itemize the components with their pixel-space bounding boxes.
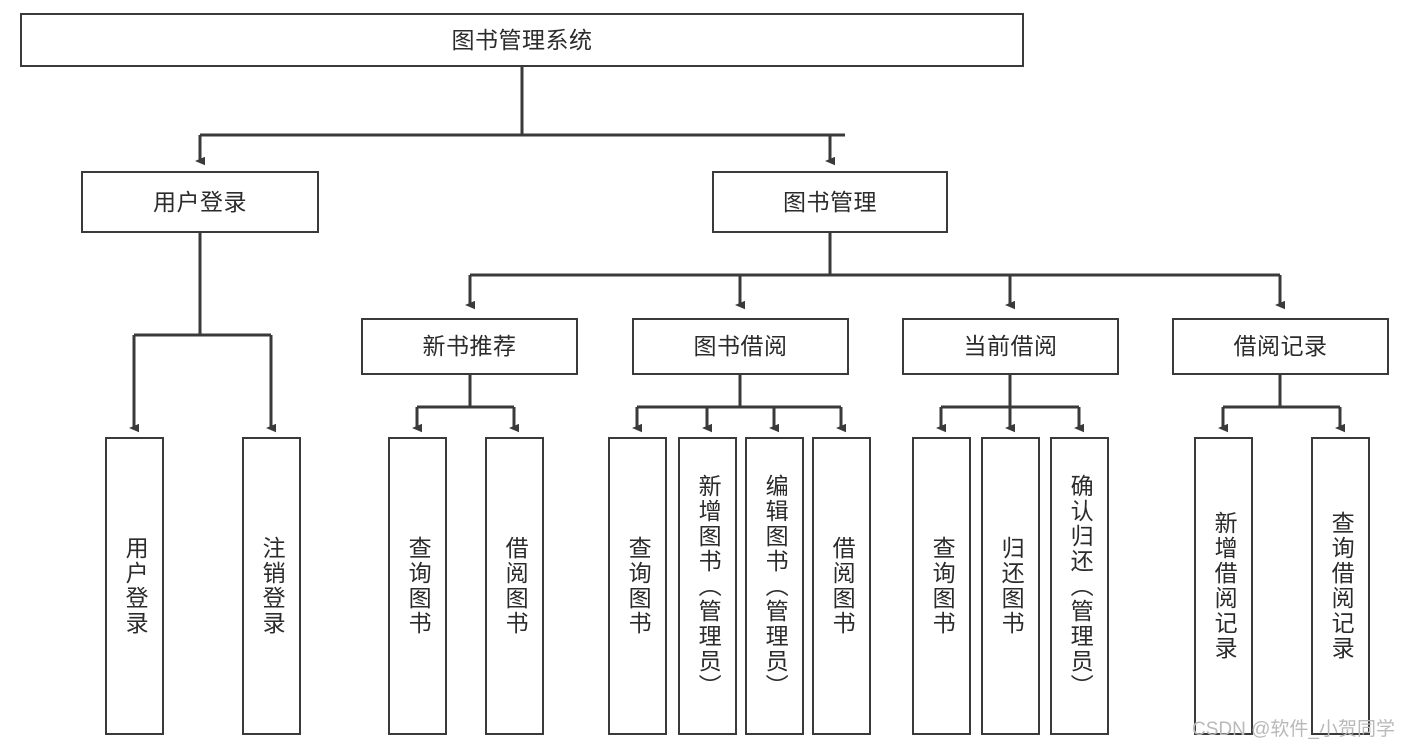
node-label: 查询图书 <box>405 536 432 636</box>
node-label: 用户登录 <box>153 188 247 215</box>
leaf-add-book-admin[interactable]: 新增图书（管理员） <box>678 437 737 735</box>
node-label: 图书借阅 <box>693 333 788 360</box>
leaf-confirm-return-admin[interactable]: 确认归还（管理员） <box>1050 437 1109 735</box>
node-label: 新书推荐 <box>422 333 517 360</box>
new-book-to-leaves-connectors <box>412 375 519 433</box>
leaf-borrow-book-new[interactable]: 借阅图书 <box>485 437 544 735</box>
leaf-return-book[interactable]: 归还图书 <box>981 437 1040 735</box>
node-label: 查询图书 <box>929 536 956 636</box>
node-label: 查询借阅记录 <box>1328 511 1355 661</box>
node-label: 归还图书 <box>998 536 1025 636</box>
book-borrow-to-leaves-connectors <box>632 375 846 433</box>
leaf-add-borrow-record[interactable]: 新增借阅记录 <box>1194 437 1253 735</box>
node-label: 借阅图书 <box>502 536 529 636</box>
node-book-management[interactable]: 图书管理 <box>712 171 948 233</box>
leaf-borrow-book[interactable]: 借阅图书 <box>812 437 871 735</box>
node-current-borrow[interactable]: 当前借阅 <box>902 318 1119 375</box>
node-borrow-records[interactable]: 借阅记录 <box>1172 318 1389 375</box>
node-label: 编辑图书（管理员） <box>762 473 789 699</box>
borrow-records-to-leaves-connectors <box>1218 375 1345 433</box>
leaf-query-book-borrow[interactable]: 查询图书 <box>608 437 667 735</box>
leaf-user-login[interactable]: 用户登录 <box>105 437 164 735</box>
node-label: 新增图书（管理员） <box>695 473 722 699</box>
node-label: 查询图书 <box>625 536 652 636</box>
node-label: 确认归还（管理员） <box>1067 473 1094 699</box>
node-new-book-recommend[interactable]: 新书推荐 <box>361 318 578 375</box>
node-label: 图书管理 <box>783 188 877 215</box>
node-root-system[interactable]: 图书管理系统 <box>20 13 1024 67</box>
user-login-to-leaves-connectors <box>129 233 276 433</box>
node-label: 新增借阅记录 <box>1211 511 1238 661</box>
node-label: 借阅记录 <box>1233 333 1328 360</box>
node-user-login[interactable]: 用户登录 <box>81 171 319 233</box>
node-label: 图书管理系统 <box>451 26 593 53</box>
leaf-edit-book-admin[interactable]: 编辑图书（管理员） <box>745 437 804 735</box>
leaf-query-borrow-record[interactable]: 查询借阅记录 <box>1311 437 1370 735</box>
leaf-query-book-current[interactable]: 查询图书 <box>912 437 971 735</box>
node-label: 借阅图书 <box>829 536 856 636</box>
leaf-query-book-new[interactable]: 查询图书 <box>388 437 447 735</box>
node-book-borrow[interactable]: 图书借阅 <box>632 318 849 375</box>
root-to-level2-connectors <box>195 67 845 166</box>
node-label: 注销登录 <box>259 536 286 636</box>
node-label: 当前借阅 <box>963 333 1058 360</box>
book-mgmt-to-level3-connectors <box>465 233 1285 310</box>
node-label: 用户登录 <box>122 536 149 636</box>
current-borrow-to-leaves-connectors <box>936 375 1084 433</box>
leaf-logout[interactable]: 注销登录 <box>242 437 301 735</box>
